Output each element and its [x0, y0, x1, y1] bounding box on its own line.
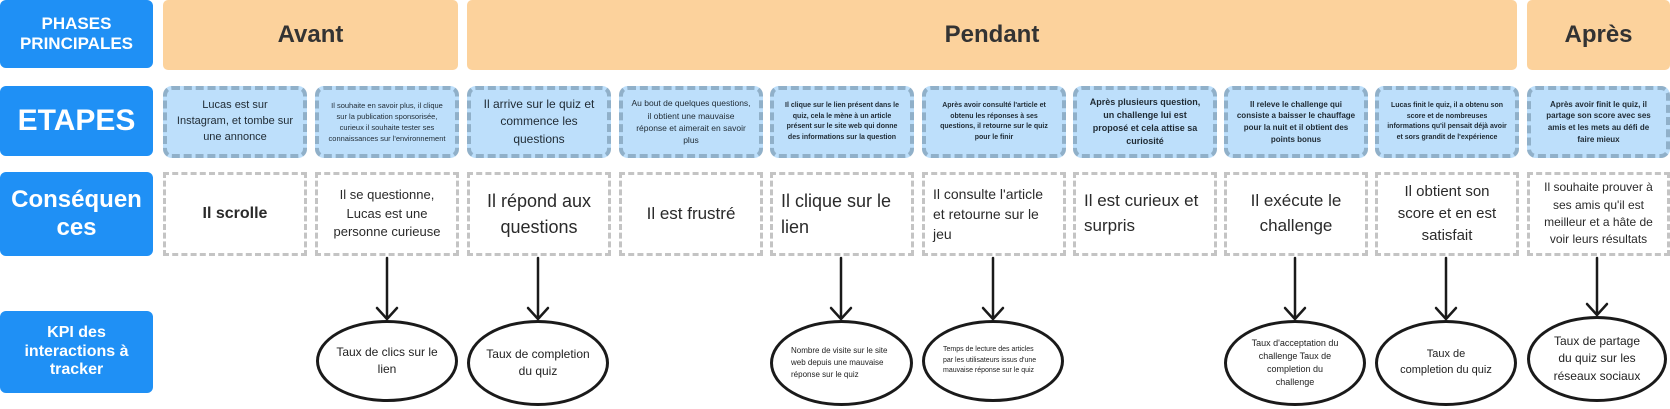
kpi-3: Nombre de visite sur le site web depuis …	[770, 320, 913, 406]
consequence-5: Il clique sur le lien	[770, 172, 914, 256]
etape-6: Après avoir consulté l'article et obtenu…	[922, 86, 1066, 158]
phase-pendant: Pendant	[467, 0, 1517, 70]
etape-7: Après plusieurs question, un challenge l…	[1073, 86, 1217, 158]
consequence-2: Il se questionne, Lucas est une personne…	[315, 172, 459, 256]
etape-3: Il arrive sur le quiz et commence les qu…	[467, 86, 611, 158]
phase-apres: Après	[1527, 0, 1670, 70]
row-label-kpi: KPI des interactions à tracker	[0, 311, 153, 393]
etape-4: Au bout de quelques questions, il obtien…	[619, 86, 763, 158]
etape-5: Il clique sur le lien présent dans le qu…	[770, 86, 914, 158]
consequence-10: Il souhaite prouver à ses amis qu'il est…	[1527, 172, 1670, 256]
arrowhead-kpi-3	[829, 306, 853, 321]
kpi-6: Taux de completion du quiz	[1375, 320, 1517, 406]
row-label-etapes: ETAPES	[0, 86, 153, 156]
arrowhead-kpi-6	[1434, 306, 1458, 321]
etape-2: Il souhaite en savoir plus, il clique su…	[315, 86, 459, 158]
arrowhead-kpi-7	[1585, 302, 1609, 317]
arrowhead-kpi-1	[375, 306, 399, 321]
etape-10: Après avoir finit le quiz, il partage so…	[1527, 86, 1670, 158]
arrowhead-kpi-5	[1283, 306, 1307, 321]
kpi-4: Temps de lecture des articles par les ut…	[922, 320, 1064, 402]
consequence-8: Il exécute le challenge	[1224, 172, 1368, 256]
kpi-7: Taux de partage du quiz sur les réseaux …	[1527, 316, 1667, 402]
consequence-6: Il consulte l'article et retourne sur le…	[922, 172, 1066, 256]
consequence-7: Il est curieux et surpris	[1073, 172, 1217, 256]
kpi-2: Taux de completion du quiz	[467, 320, 609, 406]
consequence-1: Il scrolle	[163, 172, 307, 256]
kpi-5: Taux d'acceptation du challenge Taux de …	[1224, 320, 1366, 406]
consequence-3: Il répond aux questions	[467, 172, 611, 256]
kpi-1: Taux de clics sur le lien	[316, 320, 458, 402]
etape-8: Il releve le challenge qui consiste a ba…	[1224, 86, 1368, 158]
etape-9: Lucas finit le quiz, il a obtenu son sco…	[1375, 86, 1519, 158]
consequence-9: Il obtient son score et en est satisfait	[1375, 172, 1519, 256]
phase-avant: Avant	[163, 0, 458, 70]
row-label-consequences: Conséquences	[0, 172, 153, 256]
arrowhead-kpi-2	[526, 306, 550, 321]
row-label-phases: PHASES PRINCIPALES	[0, 0, 153, 68]
arrowhead-kpi-4	[981, 306, 1005, 321]
consequence-4: Il est frustré	[619, 172, 763, 256]
etape-1: Lucas est sur Instagram, et tombe sur un…	[163, 86, 307, 158]
